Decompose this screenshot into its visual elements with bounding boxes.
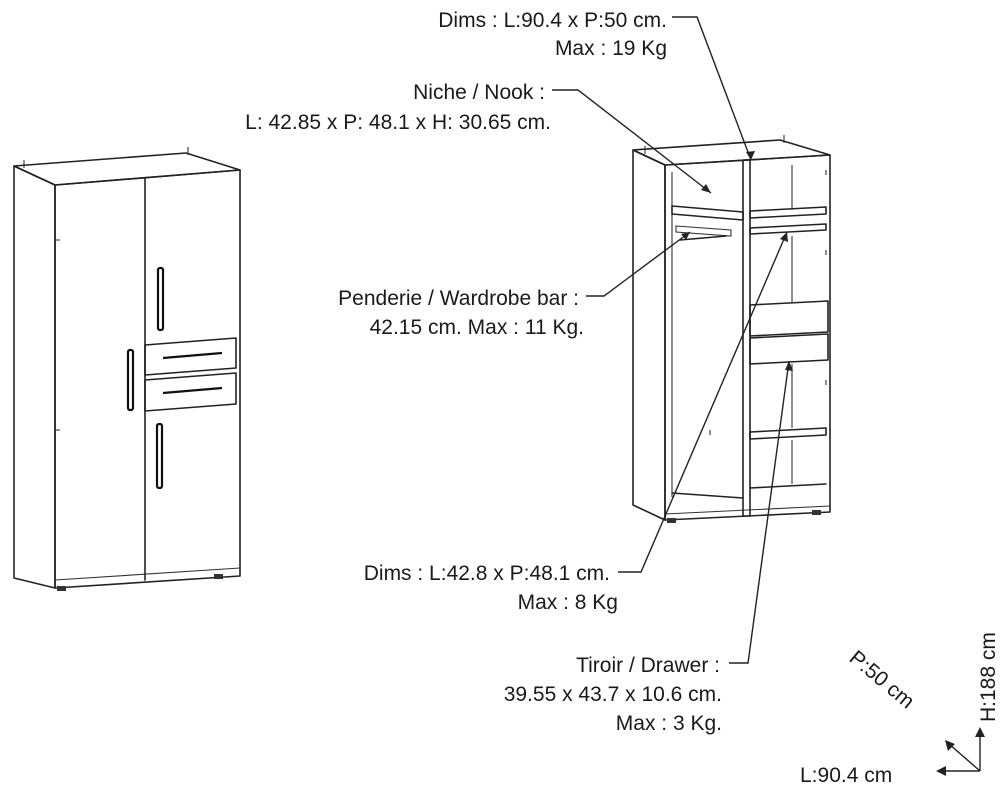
drawer-line1: Tiroir / Drawer : <box>576 654 720 677</box>
wardrobe-bar <box>679 235 727 241</box>
niche-line2: L: 42.85 x P: 48.1 x H: 30.65 cm. <box>245 111 551 134</box>
drawer-front-upper <box>144 337 237 376</box>
annotation-drawer: Tiroir / Drawer : 39.55 x 43.7 x 10.6 cm… <box>504 654 722 735</box>
annotation-niche: Niche / Nook : L: 42.85 x P: 48.1 x H: 3… <box>245 81 551 134</box>
drawer-front-lower <box>144 372 237 412</box>
leader-wardrobe-bar <box>586 231 691 297</box>
open-drawer-upper <box>749 300 829 337</box>
leader-top-dims <box>672 16 752 161</box>
shelf-2 <box>749 223 827 235</box>
leader-lines <box>552 16 793 664</box>
left-door-handle <box>126 348 135 412</box>
height-axis-label: H:188 cm <box>977 632 1000 722</box>
annotation-top-dims: Dims : L:90.4 x P:50 cm. Max : 19 Kg <box>438 9 667 60</box>
depth-axis-label: P:50 cm <box>845 646 919 713</box>
annotation-wardrobe-bar: Penderie / Wardrobe bar : 42.15 cm. Max … <box>338 287 584 339</box>
annotation-shelf-dims: Dims : L:42.8 x P:48.1 cm. Max : 8 Kg <box>364 562 618 614</box>
nook-shelf <box>671 205 744 221</box>
leader-drawer <box>729 360 790 664</box>
height-arrow-icon <box>975 727 985 737</box>
shelf-3 <box>749 427 827 440</box>
wardrobe-bar-bracket <box>675 225 732 237</box>
lower-door-handle <box>155 422 164 490</box>
top-dims-line2: Max : 19 Kg <box>555 37 667 60</box>
wardrobe-bar-line2: 42.15 cm. Max : 11 Kg. <box>370 316 584 339</box>
wardrobe-bar-line1: Penderie / Wardrobe bar : <box>338 287 579 310</box>
depth-arrow-icon <box>945 740 955 751</box>
closed-wardrobe <box>13 147 241 591</box>
closed-wardrobe-top <box>13 152 241 186</box>
axis-indicator: P:50 cm H:188 cm L:90.4 cm <box>800 632 1000 787</box>
drawer-line3: Max : 3 Kg. <box>616 712 722 735</box>
top-dims-line1: Dims : L:90.4 x P:50 cm. <box>438 9 667 32</box>
shelf-dims-line1: Dims : L:42.8 x P:48.1 cm. <box>364 562 610 585</box>
center-divider <box>742 159 751 517</box>
niche-line1: Niche / Nook : <box>413 81 545 104</box>
drawer-handle-upper <box>162 351 223 360</box>
leader-shelf <box>618 231 788 573</box>
closed-wardrobe-side <box>13 165 56 589</box>
open-wardrobe-side <box>632 149 666 521</box>
length-axis-label: L:90.4 cm <box>800 764 892 787</box>
drawer-line2: 39.55 x 43.7 x 10.6 cm. <box>504 683 722 706</box>
length-arrow-icon <box>936 766 946 776</box>
shelf-dims-line2: Max : 8 Kg <box>518 591 618 614</box>
leader-niche <box>552 89 712 194</box>
shelf-1 <box>749 206 827 219</box>
open-drawer-lower <box>749 333 829 365</box>
drawer-handle-lower <box>162 386 223 395</box>
upper-door-handle <box>156 266 165 332</box>
open-wardrobe-front <box>664 154 831 521</box>
open-wardrobe <box>632 135 831 523</box>
closed-wardrobe-front <box>54 169 241 589</box>
